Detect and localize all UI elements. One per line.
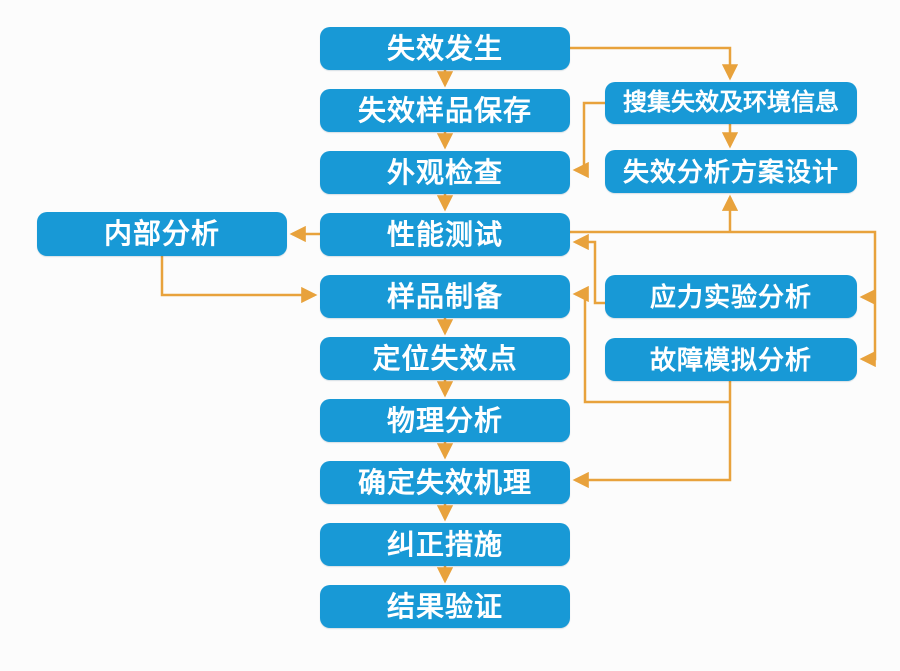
edge-fault-simulation-to-determine-mechanism (572, 380, 732, 489)
node-collect-failure-env-info: 搜集失效及环境信息 (605, 82, 857, 124)
node-corrective-measures: 纠正措施 (320, 523, 570, 566)
node-result-verification: 结果验证 (320, 585, 570, 628)
node-visual-inspection: 外观检查 (320, 151, 570, 194)
node-physical-analysis: 物理分析 (320, 399, 570, 442)
node-performance-test: 性能测试 (320, 213, 570, 256)
node-stress-experiment-analysis: 应力实验分析 (605, 275, 857, 318)
node-fault-simulation-analysis: 故障模拟分析 (605, 338, 857, 381)
node-determine-failure-mechanism: 确定失效机理 (320, 461, 570, 504)
node-internal-analysis: 内部分析 (37, 212, 287, 256)
node-sample-preservation: 失效样品保存 (320, 89, 570, 132)
edge-stress-analysis-to-performance-test (572, 233, 605, 305)
node-analysis-plan-design: 失效分析方案设计 (605, 150, 857, 193)
node-sample-preparation: 样品制备 (320, 275, 570, 318)
edge-internal-analysis-to-sample-preparation (160, 256, 318, 304)
edge-failure-occurs-to-collect-info (570, 46, 739, 81)
edge-collect-info-to-visual-inspection (572, 101, 605, 179)
node-failure-occurs: 失效发生 (320, 27, 570, 70)
edge-fault-simulation-to-sample-preparation (572, 285, 730, 404)
node-locate-failure-point: 定位失效点 (320, 337, 570, 380)
